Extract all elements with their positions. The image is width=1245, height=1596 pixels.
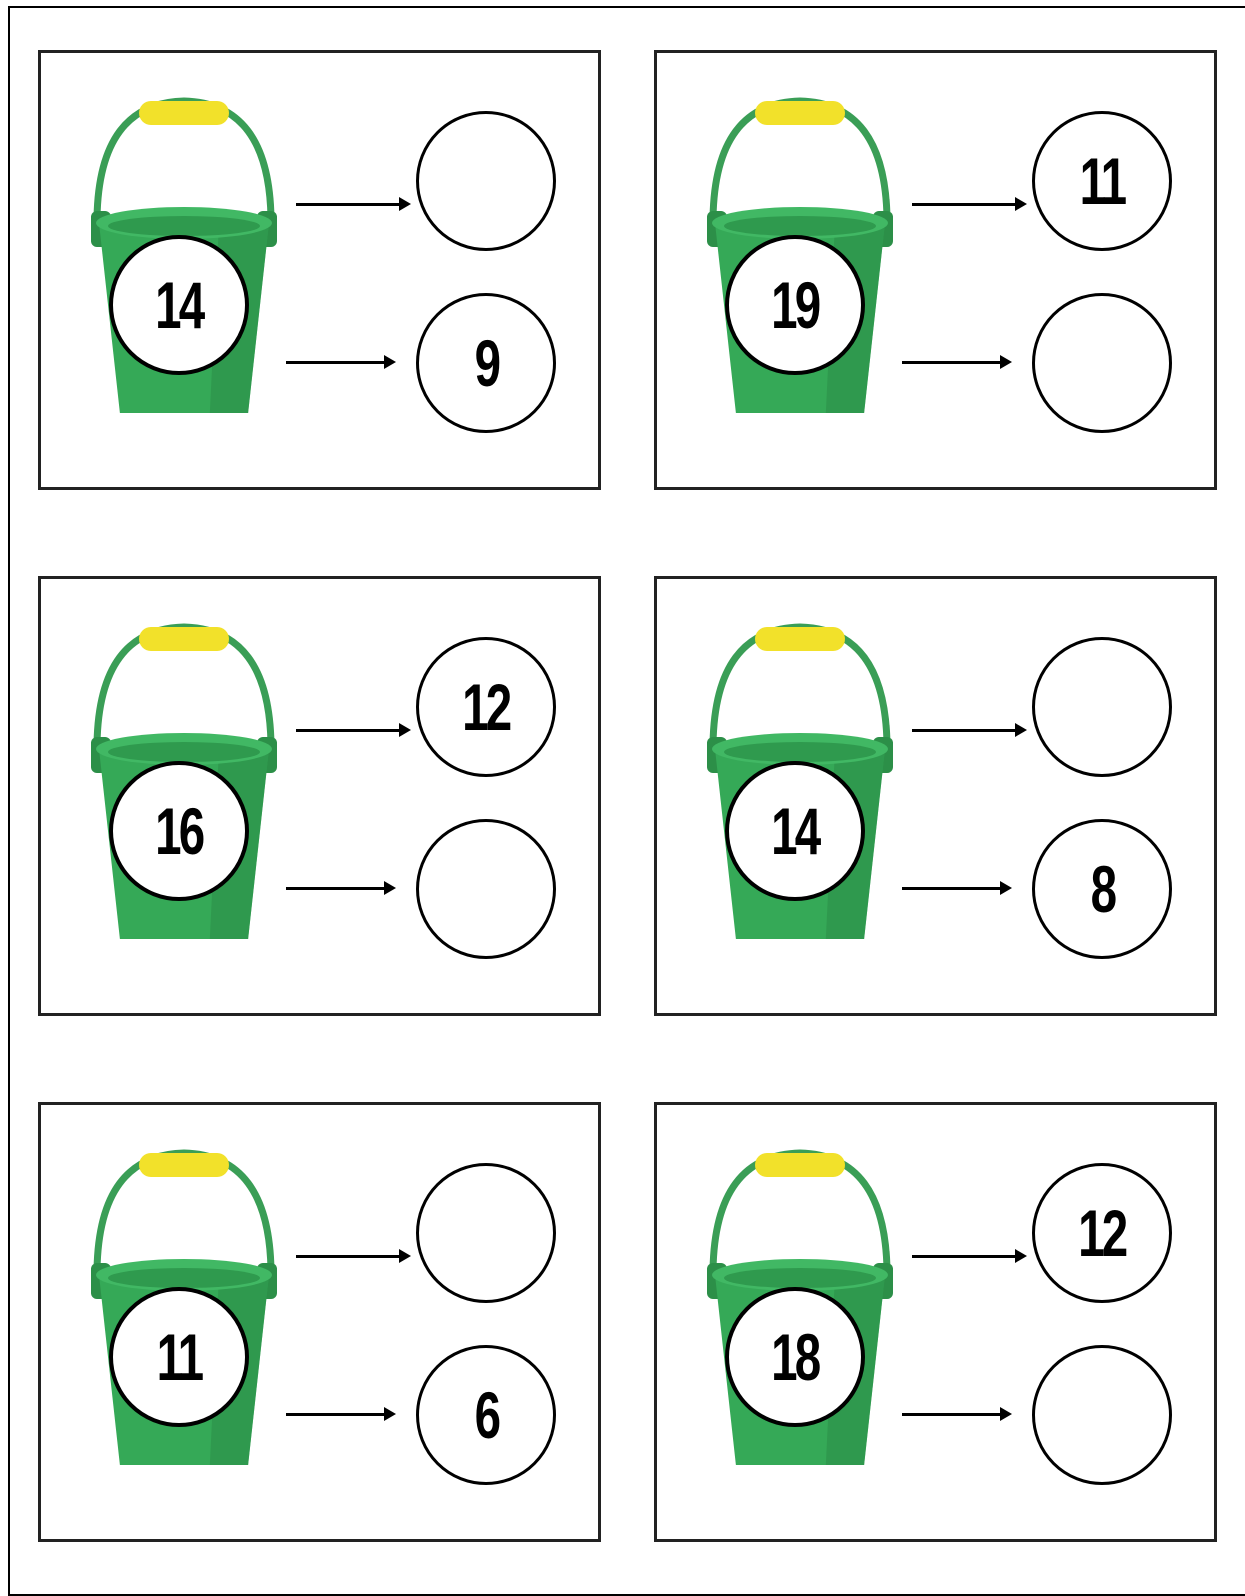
whole-number: 18 — [771, 1319, 818, 1395]
whole-number-circle: 14 — [725, 761, 865, 901]
part-top-circle[interactable]: 12 — [416, 637, 556, 777]
part-bottom-circle[interactable]: 6 — [416, 1345, 556, 1485]
number-bond-card-5: 11 6 — [38, 1102, 601, 1542]
whole-number: 14 — [771, 793, 818, 869]
part-number: 12 — [1078, 1195, 1125, 1271]
part-number: 11 — [1080, 143, 1124, 219]
part-top-circle[interactable] — [416, 1163, 556, 1303]
arrow-icon — [912, 1255, 1017, 1258]
whole-number: 19 — [771, 267, 818, 343]
part-number: 9 — [474, 325, 498, 401]
arrow-icon — [286, 1413, 386, 1416]
number-bond-card-3: 16 12 — [38, 576, 601, 1016]
arrow-icon — [912, 203, 1017, 206]
arrow-icon — [902, 1413, 1002, 1416]
whole-number-circle: 18 — [725, 1287, 865, 1427]
number-bond-card-1: 14 9 — [38, 50, 601, 490]
part-bottom-circle[interactable] — [1032, 293, 1172, 433]
part-number: 8 — [1090, 851, 1114, 927]
part-bottom-circle[interactable]: 8 — [1032, 819, 1172, 959]
arrow-icon — [902, 887, 1002, 890]
whole-number: 14 — [155, 267, 202, 343]
whole-number-circle: 11 — [109, 1287, 249, 1427]
number-bond-card-6: 18 12 — [654, 1102, 1217, 1542]
part-bottom-circle[interactable] — [1032, 1345, 1172, 1485]
whole-number-circle: 16 — [109, 761, 249, 901]
arrow-icon — [296, 1255, 401, 1258]
part-number: 12 — [462, 669, 509, 745]
whole-number-circle: 19 — [725, 235, 865, 375]
whole-number-circle: 14 — [109, 235, 249, 375]
arrow-icon — [912, 729, 1017, 732]
arrow-icon — [296, 203, 401, 206]
arrow-icon — [286, 887, 386, 890]
arrow-icon — [296, 729, 401, 732]
part-top-circle[interactable] — [1032, 637, 1172, 777]
part-top-circle[interactable]: 12 — [1032, 1163, 1172, 1303]
part-top-circle[interactable] — [416, 111, 556, 251]
number-bond-card-2: 19 11 — [654, 50, 1217, 490]
whole-number: 11 — [157, 1319, 201, 1395]
number-bond-card-4: 14 8 — [654, 576, 1217, 1016]
whole-number: 16 — [155, 793, 202, 869]
arrow-icon — [902, 361, 1002, 364]
part-top-circle[interactable]: 11 — [1032, 111, 1172, 251]
part-bottom-circle[interactable]: 9 — [416, 293, 556, 433]
arrow-icon — [286, 361, 386, 364]
part-bottom-circle[interactable] — [416, 819, 556, 959]
part-number: 6 — [474, 1377, 498, 1453]
